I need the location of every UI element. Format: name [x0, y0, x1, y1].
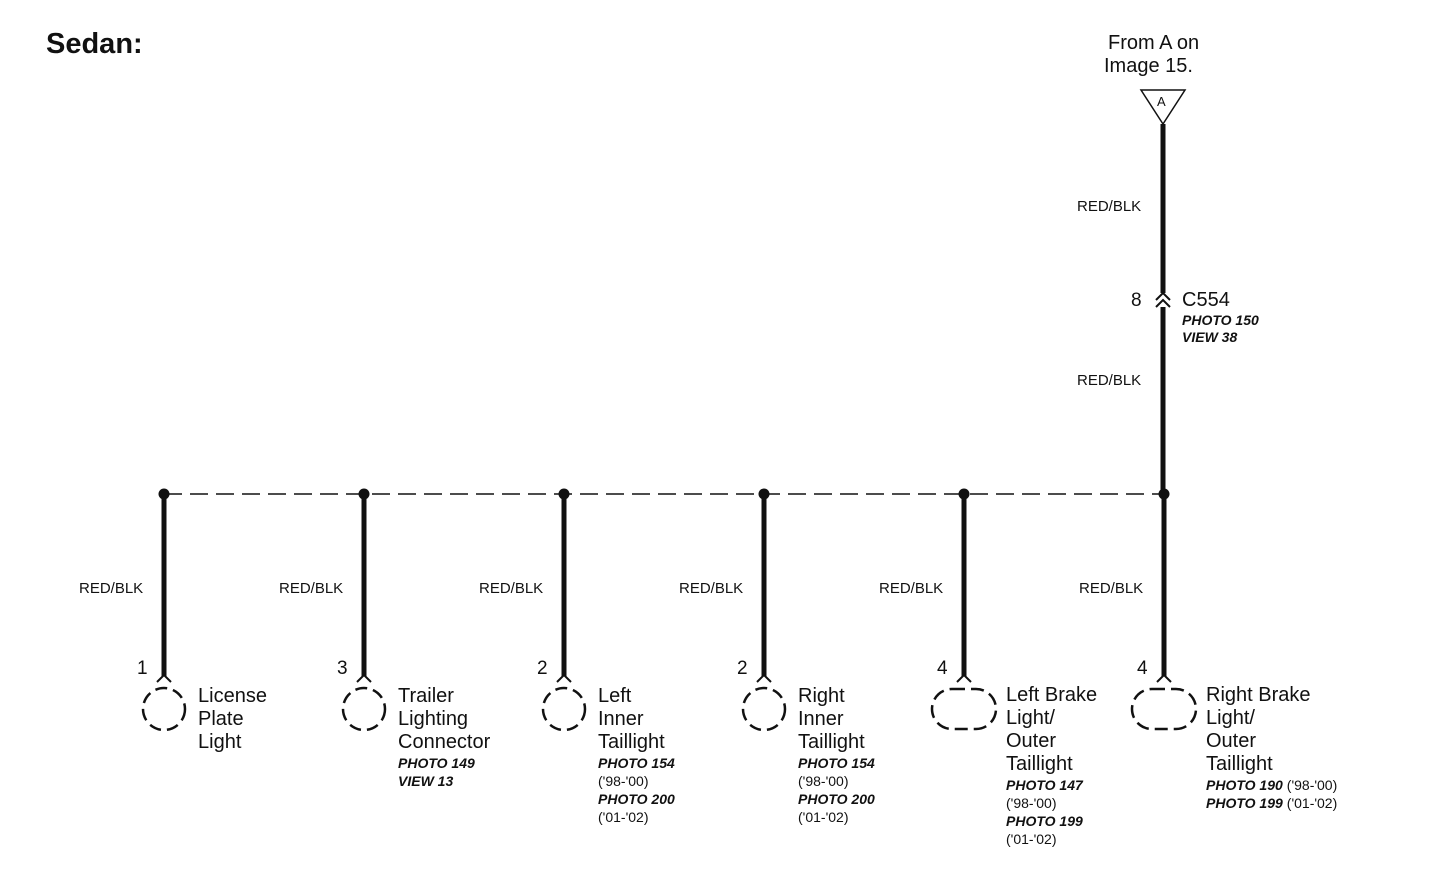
connector-name: C554: [1182, 289, 1230, 311]
trunk-wire-label-lower: RED/BLK: [1077, 372, 1142, 389]
connector-view: VIEW 38: [1182, 329, 1238, 345]
lamp-round-icon: [141, 686, 187, 732]
connector-photo: PHOTO 150: [1182, 312, 1259, 328]
component-name-line: Left: [598, 685, 632, 707]
photo-reference: ('98-'00): [798, 773, 849, 789]
source-triangle-icon: [1139, 89, 1187, 126]
component-name-line: Taillight: [1206, 753, 1273, 775]
branch-wire-label: RED/BLK: [479, 580, 544, 597]
terminal-icon: [956, 673, 972, 683]
photo-reference: PHOTO 147: [1006, 777, 1083, 793]
branch-pin: 4: [1137, 658, 1148, 679]
branch-pin: 2: [737, 658, 748, 679]
photo-reference: PHOTO 200: [598, 791, 675, 807]
component-name-line: Taillight: [598, 731, 665, 753]
component-name-line: Trailer: [398, 685, 454, 707]
component-name-line: Left Brake: [1006, 684, 1098, 706]
source-ref-letter: A: [1157, 94, 1166, 109]
connector-pin: 8: [1131, 290, 1142, 311]
source-line-2: Image 15.: [1104, 55, 1193, 77]
lamp-round-icon: [541, 686, 587, 732]
connector-c554-icon: [1155, 291, 1171, 308]
photo-reference: ('98-'00): [598, 773, 649, 789]
source-line-1: From A on: [1108, 32, 1200, 54]
component-name-line: Taillight: [798, 731, 865, 753]
source-reference: From A on Image 15.: [1104, 32, 1199, 78]
photo-reference: PHOTO 199: [1006, 813, 1083, 829]
photo-reference: VIEW 13: [398, 773, 454, 789]
branch-wire-label: RED/BLK: [279, 580, 344, 597]
component-name-line: Right Brake: [1206, 684, 1311, 706]
component-name-line: Outer: [1006, 730, 1057, 752]
component-name-line: License: [198, 685, 267, 707]
lamp-oval-icon: [930, 687, 998, 731]
photo-reference: PHOTO 154: [598, 755, 675, 771]
year-range: ('01-'02): [1286, 795, 1338, 811]
branch-wire-label: RED/BLK: [79, 580, 144, 597]
branch-pin: 2: [537, 658, 548, 679]
lamp-round-icon: [341, 686, 387, 732]
lamp-oval-icon: [1130, 687, 1198, 731]
terminal-icon: [356, 673, 372, 683]
connector-info: C554 PHOTO 150 VIEW 38: [1182, 289, 1259, 346]
photo-reference: PHOTO 190: [1206, 777, 1283, 793]
photo-reference: PHOTO 199: [1206, 795, 1283, 811]
trunk-wire-label-upper: RED/BLK: [1077, 198, 1142, 215]
component-name-line: Plate: [198, 708, 244, 730]
branch-pin: 4: [937, 658, 948, 679]
branch-layer: [141, 488, 1198, 732]
photo-reference-line: PHOTO 199('01-'02): [1206, 794, 1337, 812]
component-name-line: Light: [198, 731, 242, 753]
terminal-icon: [556, 673, 572, 683]
component-name-line: Light/: [1206, 707, 1255, 729]
photo-reference: ('01-'02): [598, 809, 649, 825]
photo-reference: ('01-'02): [798, 809, 849, 825]
component-name-line: Right: [798, 685, 845, 707]
branch-wire-label: RED/BLK: [1079, 580, 1144, 597]
component-name-line: Taillight: [1006, 753, 1073, 775]
branch-pin: 1: [137, 658, 148, 679]
component-name-line: Lighting: [398, 708, 469, 730]
branch-wire-label: RED/BLK: [879, 580, 944, 597]
component-name-line: Light/: [1006, 707, 1055, 729]
photo-reference: PHOTO 154: [798, 755, 875, 771]
photo-reference-line: PHOTO 190('98-'00): [1206, 776, 1337, 794]
year-range: ('98-'00): [1286, 777, 1338, 793]
component-name-line: Inner: [798, 708, 844, 730]
photo-reference: PHOTO 149: [398, 755, 475, 771]
terminal-icon: [156, 673, 172, 683]
component-name-line: Inner: [598, 708, 644, 730]
lamp-round-icon: [741, 686, 787, 732]
component-name-line: Connector: [398, 731, 491, 753]
component-name-line: Outer: [1206, 730, 1257, 752]
branch-pin: 3: [337, 658, 348, 679]
photo-reference: ('98-'00): [1006, 795, 1057, 811]
terminal-icon: [1156, 673, 1172, 683]
photo-reference: PHOTO 200: [798, 791, 875, 807]
page-title: Sedan:: [46, 28, 143, 60]
branch-wire-label: RED/BLK: [679, 580, 744, 597]
terminal-icon: [756, 673, 772, 683]
photo-reference: ('01-'02): [1006, 831, 1057, 847]
